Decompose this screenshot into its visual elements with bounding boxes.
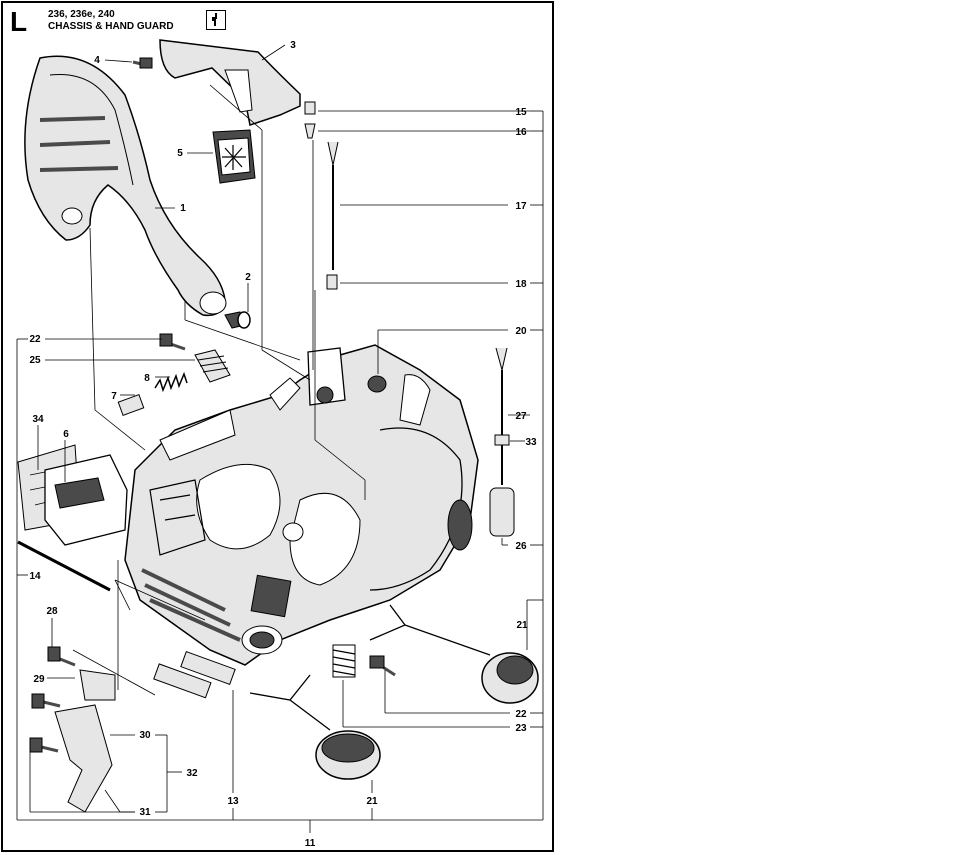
callout-18: 18 <box>515 279 527 290</box>
part-5-filter <box>212 129 256 184</box>
callout-28: 28 <box>46 606 58 617</box>
part-32-plate <box>54 704 113 813</box>
part-21-cap-right <box>369 604 539 704</box>
part-22-screw-top <box>159 333 186 351</box>
part-31-screw <box>29 737 59 753</box>
part-8-spring <box>154 371 188 393</box>
part-29-bracket <box>79 669 116 701</box>
callout-22-top: 22 <box>29 334 41 345</box>
part-18-connector <box>326 274 338 290</box>
part-22-screw-bottom <box>369 655 396 677</box>
callout-20: 20 <box>515 326 527 337</box>
callout-29: 29 <box>33 674 45 685</box>
callout-13: 13 <box>227 796 239 807</box>
part-30-screw <box>31 693 61 709</box>
part-15-cap <box>304 101 316 115</box>
callout-21-bottom: 21 <box>366 796 378 807</box>
part-1-hand-guard <box>24 55 227 317</box>
part-7-block <box>117 394 145 416</box>
callout-27: 27 <box>515 411 527 422</box>
callout-17: 17 <box>515 201 527 212</box>
part-3-bracket <box>159 39 301 126</box>
section-letter: L <box>10 6 28 37</box>
callout-5: 5 <box>177 148 183 159</box>
section-title: CHASSIS & HAND GUARD <box>48 21 174 32</box>
part-26-filter <box>489 487 515 537</box>
callout-2: 2 <box>245 272 251 283</box>
part-4-screw <box>132 57 153 69</box>
callout-16: 16 <box>515 127 527 138</box>
callout-22-bottom: 22 <box>515 709 527 720</box>
part-33-clamp <box>494 434 510 446</box>
callout-30: 30 <box>139 730 151 741</box>
callout-21-right: 21 <box>516 620 528 631</box>
part-14-rod <box>17 540 111 592</box>
callout-23: 23 <box>515 723 527 734</box>
part-23-spring <box>332 644 356 678</box>
main-chassis <box>124 344 479 666</box>
callout-31: 31 <box>139 807 151 818</box>
callout-1: 1 <box>180 203 186 214</box>
callout-34: 34 <box>32 414 44 425</box>
part-13-screw-a <box>153 663 212 699</box>
callout-7: 7 <box>111 391 117 402</box>
callout-33: 33 <box>525 437 537 448</box>
diagram-frame <box>1 1 554 852</box>
callout-labels: 4 3 5 1 2 22 25 8 7 34 6 14 28 29 30 32 … <box>29 40 537 849</box>
model-list: 236, 236e, 240 <box>48 9 115 20</box>
part-25-damper <box>194 349 231 383</box>
part-27-pickup <box>495 347 508 435</box>
callout-4: 4 <box>94 55 100 66</box>
callout-25: 25 <box>29 355 41 366</box>
callout-15: 15 <box>515 107 527 118</box>
part-28-screw <box>47 646 76 667</box>
leader-lines <box>16 44 544 833</box>
callout-26: 26 <box>515 541 527 552</box>
part-17-hose <box>327 141 339 270</box>
part-16-valve <box>304 123 316 139</box>
part-20-bushing <box>367 375 387 393</box>
callout-8: 8 <box>144 373 150 384</box>
callout-6: 6 <box>63 429 69 440</box>
part-2-bolt <box>224 311 251 329</box>
part-6-plate <box>44 454 128 546</box>
callout-14: 14 <box>29 571 41 582</box>
callout-3: 3 <box>290 40 296 51</box>
part-13-screw-b <box>180 650 236 686</box>
callout-32: 32 <box>186 768 198 779</box>
callout-11: 11 <box>305 838 316 849</box>
part-21-cap-bottom <box>249 674 381 780</box>
screwdriver-icon <box>206 10 226 30</box>
